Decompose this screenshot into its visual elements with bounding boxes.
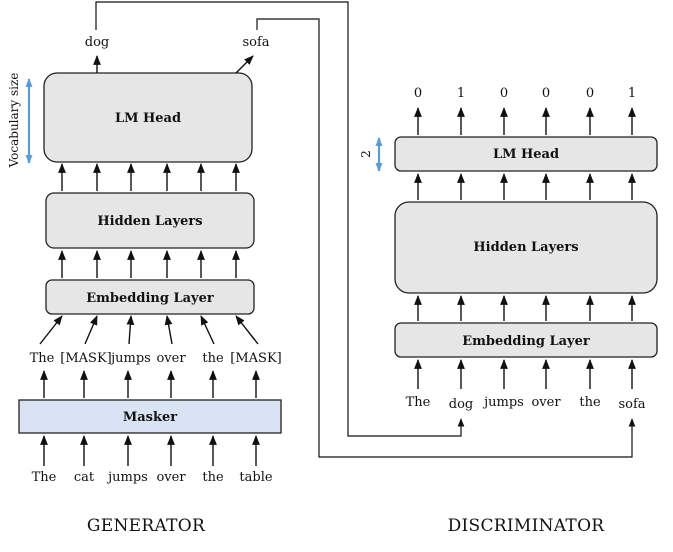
generator-input-token: jumps	[106, 470, 148, 485]
generator-masked-token: the	[202, 351, 224, 366]
discriminator-input-token: The	[406, 395, 431, 410]
generator-output-token: dog	[85, 35, 109, 50]
discriminator-lm-head	[394, 136, 658, 172]
generator-input-token: the	[202, 470, 224, 485]
generator-hidden-label: Hidden Layers	[97, 214, 202, 229]
generator-input-arrows	[40, 435, 260, 466]
generator-embedding-hidden-arrows	[58, 250, 240, 278]
generator-embedding-label: Embedding Layer	[86, 291, 214, 306]
discriminator-lm-head-label: LM Head	[493, 147, 559, 162]
generator-hidden-lmhead-arrows	[58, 163, 240, 191]
masker-box	[18, 399, 282, 434]
generator-output-arrow-sofa	[235, 55, 254, 74]
discriminator-output-label: 0	[542, 86, 550, 101]
generator-masked-token: over	[156, 351, 186, 366]
discriminator-embedding-hidden-arrows	[414, 295, 636, 321]
generator-masked-token: The	[30, 351, 55, 366]
discriminator-panel: The dog jumps over the sofa Embedding La…	[359, 86, 658, 536]
generator-title: GENERATOR	[87, 516, 206, 536]
generator-input-token: cat	[74, 470, 95, 485]
generator-masked-token: [MASK]	[230, 351, 281, 366]
generator-to-discriminator-connectors	[95, 1, 636, 458]
discriminator-hidden-layers	[394, 201, 658, 294]
discriminator-input-token: jumps	[482, 395, 524, 410]
discriminator-embedding-label: Embedding Layer	[462, 334, 590, 349]
discriminator-output-arrows	[414, 107, 636, 135]
discriminator-hidden-label: Hidden Layers	[473, 240, 578, 255]
generator-lm-head-label: LM Head	[115, 111, 181, 126]
generator-output-token: sofa	[242, 35, 269, 50]
discriminator-output-label: 0	[414, 86, 422, 101]
masker-label: Masker	[123, 410, 177, 425]
discriminator-input-arrows	[414, 359, 636, 389]
discriminator-hidden-lmhead-arrows	[414, 173, 636, 200]
connector-dog	[95, 1, 465, 437]
discriminator-input-token: dog	[449, 397, 473, 412]
discriminator-input-token: sofa	[618, 397, 645, 412]
discriminator-input-token: the	[579, 395, 601, 410]
discriminator-input-token: over	[531, 395, 561, 410]
generator-embedding-input-arrows	[39, 315, 259, 345]
discriminator-output-label: 1	[628, 86, 636, 101]
generator-lm-head	[43, 72, 253, 163]
discriminator-title: DISCRIMINATOR	[448, 516, 606, 536]
generator-masked-token: jumps	[109, 351, 151, 366]
discriminator-dimension-label: 2	[359, 150, 373, 158]
generator-hidden-layers	[45, 192, 255, 249]
generator-masked-token: [MASK]	[60, 351, 111, 366]
discriminator-embedding-layer	[394, 322, 658, 358]
generator-input-token: over	[156, 470, 186, 485]
discriminator-output-label: 0	[500, 86, 508, 101]
masker-output-arrows	[40, 370, 260, 398]
connector-sofa	[256, 18, 636, 458]
discriminator-output-label: 1	[457, 86, 465, 101]
generator-panel: The cat jumps over the table Masker The	[7, 35, 282, 536]
generator-input-token: table	[239, 470, 272, 485]
generator-embedding-layer	[45, 279, 255, 315]
vocabulary-size-label: Vocabulary size	[7, 73, 21, 169]
discriminator-output-label: 0	[586, 86, 594, 101]
generator-input-token: The	[32, 470, 57, 485]
